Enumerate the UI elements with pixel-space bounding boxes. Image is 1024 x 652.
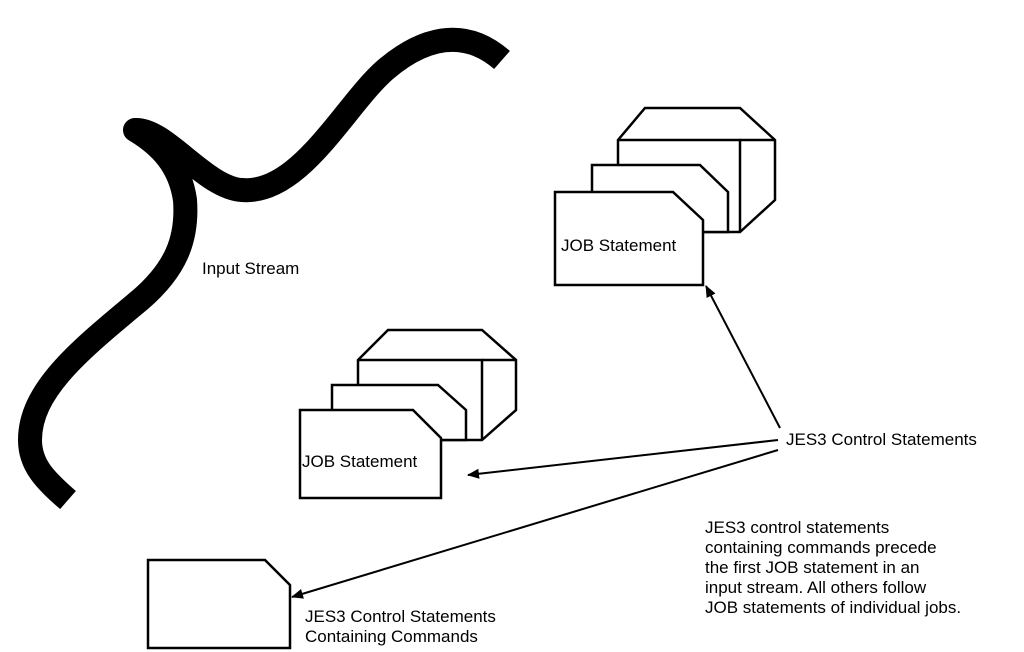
note-line-1: JES3 control statements — [705, 518, 889, 537]
arrow-to-upper-job — [705, 285, 781, 429]
explanatory-note: JES3 control statements containing comma… — [705, 518, 961, 617]
middle-job-card-front — [298, 408, 443, 500]
middle-job-group: JOB Statement — [298, 328, 518, 500]
upper-job-statement-label: JOB Statement — [561, 236, 677, 255]
input-stream-brace — [18, 27, 510, 510]
note-line-5: JOB statements of individual jobs. — [705, 598, 961, 617]
upper-job-group: JOB Statement — [553, 106, 777, 287]
commands-label-line2: Containing Commands — [305, 627, 478, 646]
middle-job-statement-label: JOB Statement — [302, 452, 418, 471]
upper-job-card-front — [553, 190, 705, 287]
input-stream-label: Input Stream — [202, 259, 299, 278]
note-line-4: input stream. All others follow — [705, 578, 927, 597]
commands-card — [146, 558, 292, 650]
arrow-to-middle-job — [467, 439, 779, 479]
note-line-2: containing commands precede — [705, 538, 937, 557]
jes3-control-statements-label: JES3 Control Statements — [786, 430, 977, 449]
arrow-to-commands-card — [291, 449, 779, 599]
commands-label-line1: JES3 Control Statements — [305, 607, 496, 626]
note-line-3: the first JOB statement in an — [705, 558, 919, 577]
